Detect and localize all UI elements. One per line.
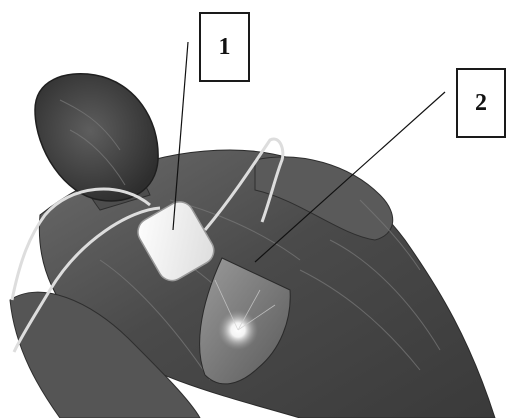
head	[35, 74, 158, 201]
callout-box-2: 2	[456, 68, 506, 138]
callout-box-1: 1	[199, 12, 250, 82]
callout-label-2: 2	[475, 90, 487, 117]
callout-label-1: 1	[219, 34, 231, 61]
